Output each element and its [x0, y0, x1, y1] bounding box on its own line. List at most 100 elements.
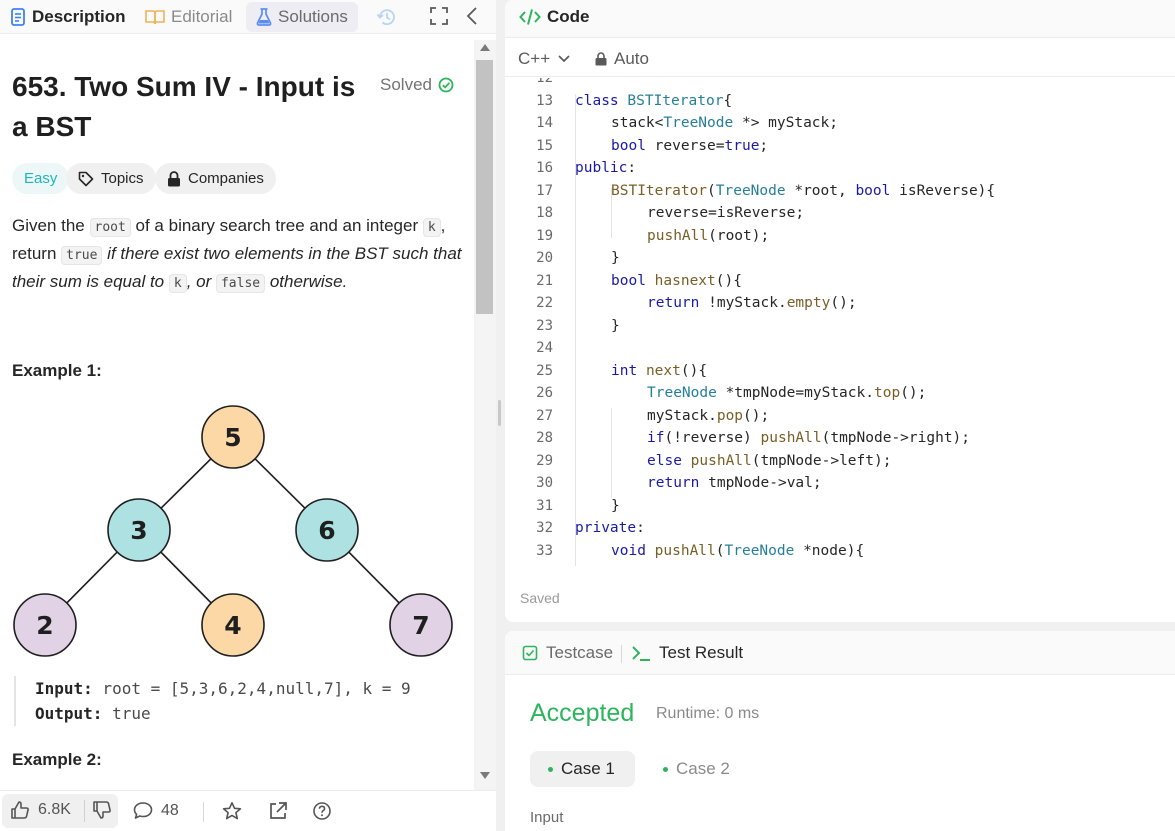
code-line: bool hasnext(){ [611, 273, 742, 289]
code-token: public [575, 160, 628, 176]
case-2-tab[interactable]: Case 2 [645, 751, 750, 787]
example-1-block: Input: root = [5,3,6,2,4,null,7], k = 9 … [14, 676, 411, 726]
tree-node-label: 5 [224, 423, 241, 452]
description-panel: Description Editorial Solutions 653. Two… [0, 0, 496, 831]
code-token: return [647, 295, 700, 311]
code-token: empty [786, 295, 831, 311]
code-token: bool [855, 182, 891, 199]
code-token: hasnext [654, 272, 716, 289]
comment-icon [133, 802, 153, 819]
code-token: if [647, 430, 665, 446]
line-number: 26 [536, 385, 553, 401]
line-number: 22 [536, 295, 553, 311]
code-token: : [636, 520, 645, 536]
code-token: (){ [680, 362, 708, 379]
collapse-panel-icon[interactable] [466, 7, 478, 30]
like-button[interactable]: 6.8K [10, 800, 71, 820]
case-1-tab[interactable]: Case 1 [530, 751, 635, 787]
input-label: Input [530, 809, 564, 826]
code-tab[interactable]: Code [519, 7, 590, 27]
help-button[interactable] [312, 801, 332, 826]
code-token: bool [611, 272, 646, 289]
code-token: (); [743, 407, 770, 424]
companies-button[interactable]: Companies [155, 163, 276, 194]
favorite-button[interactable] [222, 801, 242, 826]
question-circle-icon [313, 802, 331, 820]
code-token: TreeNode [715, 182, 786, 199]
line-number: 32 [536, 520, 553, 536]
lock-icon [168, 170, 180, 186]
line-number: 20 [536, 250, 553, 266]
line-number: 18 [536, 205, 553, 221]
code-token: } [611, 317, 620, 334]
code-token: (tmpNode->right); [821, 430, 971, 446]
document-icon [11, 8, 25, 26]
tree-node-label: 4 [224, 611, 241, 640]
tab-description[interactable]: Description [10, 2, 126, 32]
comments-button[interactable]: 48 [133, 801, 179, 820]
scroll-up-arrow[interactable] [480, 44, 490, 51]
history-icon [376, 9, 395, 26]
line-number: 25 [536, 362, 553, 379]
saved-status: Saved [520, 590, 560, 606]
tab-testcase[interactable]: Testcase [522, 643, 613, 663]
like-dislike-group: 6.8K [2, 794, 118, 828]
code-token: (root); [708, 227, 770, 244]
code-token: { [723, 92, 733, 109]
flask-icon [256, 8, 272, 26]
code-token: ( [707, 182, 716, 199]
pass-dot [548, 766, 553, 772]
line-number: 29 [536, 452, 553, 469]
indent-guide [611, 188, 612, 238]
tree-node-circle [107, 498, 171, 562]
code-token: } [611, 250, 620, 266]
code-token: else [647, 452, 682, 469]
comment-count: 48 [161, 801, 179, 819]
scroll-down-arrow[interactable] [480, 772, 490, 779]
result-status: Accepted [530, 699, 635, 727]
code-token [646, 543, 655, 559]
tab-editorial[interactable]: Editorial [145, 2, 232, 32]
inline-code: true [61, 246, 103, 265]
left-tab-bar: Description Editorial Solutions [0, 0, 496, 34]
scrollbar-thumb[interactable] [476, 60, 493, 314]
code-token: (); [900, 385, 927, 401]
panel-resize-handle[interactable] [498, 400, 501, 426]
desc-text: of a binary search tree and an integer [130, 216, 423, 235]
tree-node-label: 3 [130, 516, 147, 545]
code-token: !myStack. [699, 295, 787, 311]
tree-node-circle [201, 405, 265, 469]
tree-node-label: 6 [318, 516, 335, 545]
tab-test-result[interactable]: Test Result [631, 643, 743, 663]
code-token: pushAll [654, 542, 716, 559]
code-token [637, 363, 646, 379]
line-number: 16 [536, 160, 553, 176]
tab-solutions[interactable]: Solutions [246, 2, 358, 32]
auto-mode-toggle[interactable]: Auto [595, 49, 649, 69]
topics-button[interactable]: Topics [66, 163, 156, 194]
like-count: 6.8K [38, 801, 71, 818]
line-number: 17 [536, 182, 553, 199]
code-token: void [611, 542, 646, 559]
share-button[interactable] [268, 801, 288, 826]
code-token: } [611, 497, 620, 514]
tab-test-result-label: Test Result [659, 643, 744, 662]
line-number: 23 [536, 317, 553, 334]
tab-submissions[interactable] [376, 2, 398, 32]
code-line: myStack.pop(); [647, 408, 769, 424]
example-2-heading: Example 2: [12, 750, 102, 769]
dislike-button[interactable] [92, 800, 112, 825]
tab-description-label: Description [32, 7, 126, 26]
tree-node-label: 2 [36, 611, 53, 640]
code-token: pushAll [690, 452, 752, 469]
output-label: Output: [35, 704, 103, 723]
companies-label: Companies [188, 170, 264, 187]
expand-icon[interactable] [430, 7, 448, 30]
code-line: class BSTIterator{ [575, 93, 732, 109]
code-token: TreeNode [663, 115, 734, 131]
code-line: TreeNode *tmpNode=myStack.top(); [647, 385, 926, 401]
pass-dot [663, 766, 668, 772]
code-line: reverse=isReverse; [647, 205, 804, 221]
language-select[interactable]: C++ [518, 49, 570, 69]
